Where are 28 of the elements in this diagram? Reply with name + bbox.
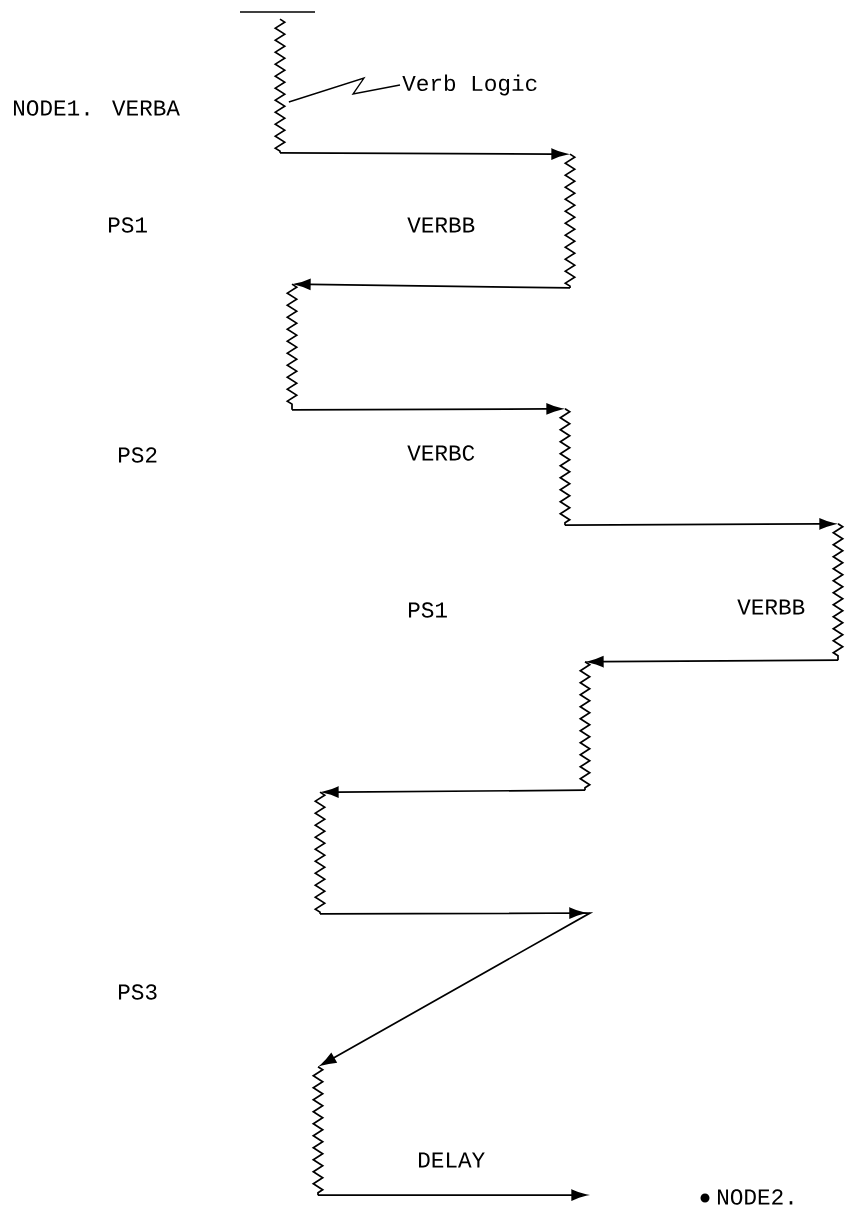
- label: PS3: [119, 984, 157, 1000]
- arrow: [319, 907, 594, 1066]
- zigzag-line: [563, 153, 577, 289]
- arrow: [323, 786, 586, 798]
- zigzag-line: [831, 522, 845, 662]
- zigzag-line: [578, 660, 592, 792]
- arrow: [317, 1189, 587, 1201]
- label: NODE2.: [718, 1189, 793, 1205]
- zigzag-line: [311, 1065, 325, 1197]
- label: PS2: [119, 447, 157, 463]
- label: PS1: [409, 602, 447, 618]
- zigzag-line: [558, 407, 572, 527]
- label: VERBB: [737, 599, 805, 615]
- label: VERBB: [407, 217, 475, 233]
- zigzag-line: [285, 283, 299, 411]
- label: PS1: [109, 217, 147, 233]
- leader-line: [288, 76, 401, 103]
- arrow: [291, 403, 562, 415]
- label: DELAY: [419, 1152, 485, 1168]
- arrow: [279, 148, 567, 160]
- label: VERBC: [407, 445, 475, 461]
- arrow: [295, 278, 571, 290]
- label: NODE1. VERBA: [14, 100, 180, 116]
- zigzag-line: [313, 791, 327, 915]
- arrow: [588, 656, 839, 668]
- arrow: [564, 518, 835, 530]
- leader-text: Verb Logic: [402, 74, 537, 96]
- zigzag-line: [273, 18, 287, 154]
